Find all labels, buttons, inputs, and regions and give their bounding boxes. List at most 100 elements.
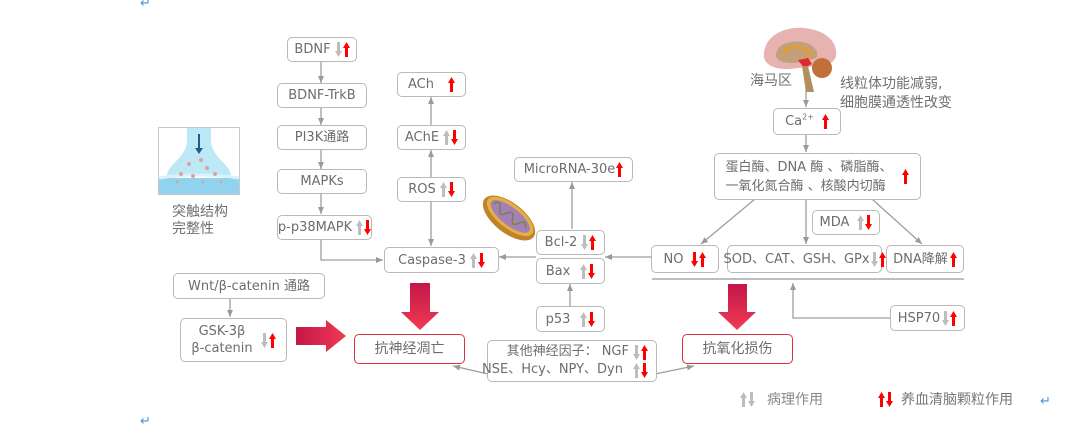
node-mapks: MAPKs <box>277 169 367 194</box>
gray-up-arrow-icon <box>439 182 447 197</box>
synapse-image <box>158 127 240 195</box>
node-ache: AChE <box>397 125 466 150</box>
indicator <box>942 310 958 326</box>
legend-drug-icon <box>878 391 893 407</box>
indicator <box>902 169 910 184</box>
gray-up-arrow-icon <box>469 252 477 268</box>
red-up-arrow-icon <box>878 391 885 407</box>
node-ach: ACh <box>397 72 466 97</box>
gray-down-arrow-icon <box>870 251 878 267</box>
mitochondria-caption: 线粒体功能减弱, 细胞膜通透性改变 <box>840 76 952 111</box>
node-p38mapk: p-p38MAPK <box>277 215 372 240</box>
red-up-arrow-icon <box>589 235 597 250</box>
indicator <box>580 263 596 279</box>
node-dna-degradation: DNA降解 <box>886 245 964 273</box>
gray-down-arrow-icon <box>748 391 755 407</box>
node-other-neuro-factors: 其他神经因子： NGF NSE、Hcy、NPY、Dyn <box>482 340 657 382</box>
arrow-hsp70-line <box>790 283 890 319</box>
red-down-arrow-icon <box>865 215 873 230</box>
red-down-arrow-icon <box>588 263 596 279</box>
node-mda: MDA <box>812 210 880 235</box>
red-up-arrow-icon <box>342 42 350 57</box>
synapse-icon <box>159 128 239 194</box>
gray-down-arrow-icon <box>633 344 640 360</box>
node-ros: ROS <box>397 177 466 202</box>
node-sod-cat-gsh-gpx: SOD、CAT、GSH、GPx <box>723 245 886 273</box>
paragraph-mark-icon: ↵ <box>140 0 151 11</box>
node-enzymes: 蛋白酶、DNA 酶 、磷脂酶、一氧化氮合酶 、核酸内切酶 <box>714 153 921 200</box>
red-down-arrow-icon <box>691 251 699 267</box>
red-up-arrow-icon <box>902 169 910 184</box>
indicator <box>581 235 597 250</box>
node-caspase-3: Caspase-3 <box>384 247 499 273</box>
indicator <box>443 130 459 145</box>
red-up-arrow-icon <box>268 332 276 348</box>
gray-down-arrow-icon <box>260 332 268 348</box>
indicator <box>616 162 624 177</box>
big-arrow-caspase-down <box>401 283 439 330</box>
big-arrow-gsk-right <box>296 320 346 352</box>
red-down-arrow-icon <box>447 182 455 197</box>
indicator <box>260 332 276 348</box>
outcome-anti-apoptosis: 抗神经凋亡 <box>354 334 465 364</box>
gray-up-arrow-icon <box>356 220 364 235</box>
gray-down-arrow-icon <box>334 42 342 57</box>
node-ca2: Ca2+ <box>773 108 841 135</box>
gray-up-arrow-icon <box>633 362 640 378</box>
legend-drug: 养血清脑颗粒作用 <box>878 389 1013 409</box>
gray-up-arrow-icon <box>740 391 747 407</box>
node-hsp70: HSP70 <box>890 305 965 331</box>
gray-up-arrow-icon <box>580 263 588 279</box>
arrow-enzymes-no <box>700 198 756 245</box>
paragraph-mark-icon: ↵ <box>1040 394 1051 409</box>
node-no: NO <box>651 245 719 273</box>
red-up-arrow-icon <box>616 162 624 177</box>
gray-up-arrow-icon <box>857 215 865 230</box>
red-down-arrow-icon <box>641 362 648 378</box>
arrow-enzymes-dna <box>871 198 923 245</box>
node-pi3k: PI3K通路 <box>277 125 367 150</box>
indicator <box>633 362 648 378</box>
indicator <box>439 182 455 197</box>
red-up-arrow-icon <box>950 310 958 326</box>
gray-down-arrow-icon <box>581 235 589 250</box>
indicator <box>633 344 648 360</box>
arrow-p38-caspase <box>320 240 383 263</box>
red-down-arrow-icon <box>588 311 596 327</box>
arrow-factors-oxidation <box>654 364 695 375</box>
brain-icon <box>763 27 837 92</box>
node-bdnf: BDNF <box>287 37 357 62</box>
gray-up-arrow-icon <box>443 130 451 145</box>
legend-pathology: 病理作用 <box>740 389 823 409</box>
mitochondrion-icon <box>482 195 536 241</box>
indicator <box>356 220 372 235</box>
hippocampus-label: 海马区 <box>750 73 792 89</box>
red-down-arrow-icon <box>886 391 893 407</box>
node-bcl-2: Bcl-2 <box>536 230 605 255</box>
indicator <box>447 77 455 92</box>
node-wnt-pathway: Wnt/β-catenin 通路 <box>173 273 325 299</box>
indicator <box>857 215 873 230</box>
red-down-arrow-icon <box>364 220 372 235</box>
outcome-anti-oxidation: 抗氧化损伤 <box>682 334 793 364</box>
big-arrow-oxidation-down <box>718 284 756 330</box>
indicator <box>469 252 485 268</box>
node-bdnf-trkb: BDNF-TrkB <box>277 83 367 108</box>
paragraph-mark-icon: ↵ <box>140 414 151 429</box>
red-up-arrow-icon <box>949 251 957 267</box>
legend-pathology-icon <box>740 391 755 407</box>
gray-down-arrow-icon <box>942 310 950 326</box>
red-up-arrow-icon <box>699 251 707 267</box>
indicator <box>949 251 957 267</box>
indicator <box>691 251 707 267</box>
indicator <box>870 251 886 267</box>
red-up-arrow-icon <box>821 114 829 129</box>
node-bax: Bax <box>536 258 605 284</box>
gray-up-arrow-icon <box>580 311 588 327</box>
node-p53: p53 <box>536 306 605 332</box>
red-up-arrow-icon <box>641 344 648 360</box>
indicator <box>821 114 829 129</box>
indicator <box>580 311 596 327</box>
